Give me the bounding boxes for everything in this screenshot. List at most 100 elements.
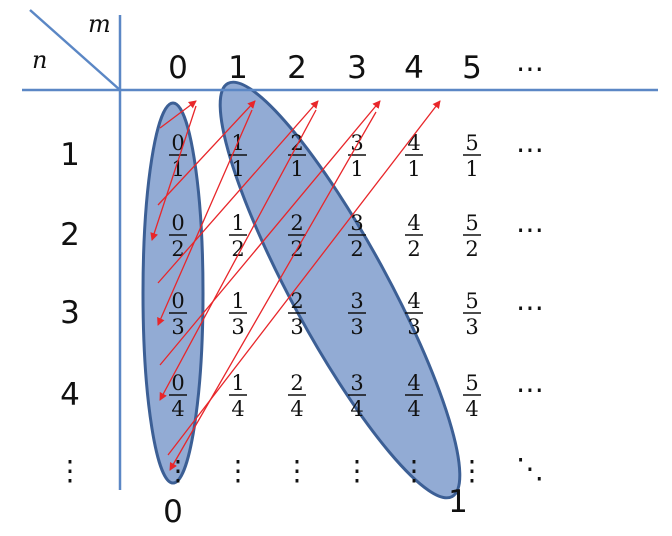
fraction-denominator: 2 xyxy=(465,237,478,261)
fraction-cell: 41 xyxy=(405,131,423,181)
bottom-label-zero: 0 xyxy=(163,494,183,530)
fraction-numerator: 0 xyxy=(171,211,184,235)
row-ellipsis: ⋯ xyxy=(516,213,544,246)
fraction-cell: 21 xyxy=(288,131,306,181)
fraction-cell: 42 xyxy=(405,211,423,261)
column-ellipsis: ⋮ xyxy=(343,454,371,487)
fraction-numerator: 5 xyxy=(465,289,478,313)
arrow-up-3 xyxy=(159,100,381,366)
fraction-denominator: 4 xyxy=(290,397,303,421)
fraction-cell: 13 xyxy=(229,289,247,339)
fraction-cell: 51 xyxy=(463,131,481,181)
fraction-cell: 12 xyxy=(229,211,247,261)
arrow-up-4 xyxy=(167,100,441,456)
fraction-denominator: 1 xyxy=(290,157,303,181)
fraction-denominator: 3 xyxy=(290,315,303,339)
fraction-cell: 04 xyxy=(169,371,187,421)
fraction-denominator: 3 xyxy=(350,315,363,339)
fraction-denominator: 3 xyxy=(465,315,478,339)
fraction-denominator: 4 xyxy=(465,397,478,421)
fraction-cell: 03 xyxy=(169,289,187,339)
column-ellipsis: ⋮ xyxy=(400,454,428,487)
fraction-cell: 14 xyxy=(229,371,247,421)
fraction-denominator: 2 xyxy=(231,237,244,261)
fraction-denominator: 4 xyxy=(350,397,363,421)
row-header-2: 3 xyxy=(60,295,80,331)
fraction-numerator: 3 xyxy=(350,211,363,235)
row-ellipsis: ⋯ xyxy=(516,373,544,406)
ellipse-layer xyxy=(141,80,462,500)
fraction-numerator: 5 xyxy=(465,131,478,155)
fraction-numerator: 0 xyxy=(171,371,184,395)
row-ellipsis: ⋯ xyxy=(516,291,544,324)
fraction-numerator: 0 xyxy=(171,289,184,313)
row-header-0: 1 xyxy=(60,137,80,173)
fraction-cell: 02 xyxy=(169,211,187,261)
fraction-denominator: 4 xyxy=(171,397,184,421)
column-ellipsis: ⋮ xyxy=(224,454,252,487)
column-header-1: 1 xyxy=(228,50,248,86)
arrow-back-2 xyxy=(159,109,317,401)
row-ellipsis: ⋯ xyxy=(516,133,544,166)
fraction-numerator: 4 xyxy=(407,131,420,155)
column-header-5: 5 xyxy=(462,50,482,86)
arrow-back-1 xyxy=(157,109,253,326)
fraction-cell: 43 xyxy=(405,289,423,339)
fraction-numerator: 2 xyxy=(290,371,303,395)
fraction-denominator: 4 xyxy=(407,397,420,421)
corner-row-variable: n xyxy=(32,46,47,74)
fraction-cell: 53 xyxy=(463,289,481,339)
fraction-denominator: 2 xyxy=(171,237,184,261)
bottom-label-one: 1 xyxy=(448,484,468,520)
fraction-numerator: 1 xyxy=(231,289,244,313)
arrow-up-2 xyxy=(157,100,319,284)
fraction-numerator: 4 xyxy=(407,211,420,235)
row-header-1: 2 xyxy=(60,217,80,253)
fraction-denominator: 3 xyxy=(407,315,420,339)
arrow-back-3 xyxy=(169,111,377,471)
fraction-denominator: 3 xyxy=(231,315,244,339)
fraction-cell: 24 xyxy=(288,371,306,421)
ellipsis-glyphs: ⋯⋯⋯⋯⋮⋮⋮⋮⋮⋮⋱ xyxy=(164,133,544,487)
fraction-denominator: 3 xyxy=(171,315,184,339)
fraction-cell: 32 xyxy=(348,211,366,261)
fraction-denominator: 1 xyxy=(171,157,184,181)
fraction-cell: 33 xyxy=(348,289,366,339)
arrow-back-0 xyxy=(150,105,197,241)
column-header-0: 0 xyxy=(168,50,188,86)
diagonal-ellipsis: ⋱ xyxy=(516,452,544,485)
fraction-denominator: 2 xyxy=(350,237,363,261)
fraction-cell: 44 xyxy=(405,371,423,421)
column-header-2: 2 xyxy=(287,50,307,86)
arrow-up-1 xyxy=(157,100,256,206)
fraction-numerator: 3 xyxy=(350,371,363,395)
fraction-denominator: 2 xyxy=(407,237,420,261)
fraction-denominator: 1 xyxy=(350,157,363,181)
fraction-numerator: 2 xyxy=(290,289,303,313)
zero-column-ellipse xyxy=(141,101,205,485)
fraction-numerator: 1 xyxy=(231,371,244,395)
fraction-numerator: 3 xyxy=(350,131,363,155)
fraction-numerator: 5 xyxy=(465,211,478,235)
column-header-3: 3 xyxy=(347,50,367,86)
fraction-numerator: 4 xyxy=(407,371,420,395)
fraction-numerator: 3 xyxy=(350,289,363,313)
fraction-cells: 0111213141510212223242520313233343530414… xyxy=(169,131,481,421)
fraction-cell: 52 xyxy=(463,211,481,261)
fraction-numerator: 4 xyxy=(407,289,420,313)
column-header-6: ⋯ xyxy=(516,52,544,85)
fraction-denominator: 1 xyxy=(231,157,244,181)
column-ellipsis: ⋮ xyxy=(283,454,311,487)
fraction-numerator: 5 xyxy=(465,371,478,395)
fraction-numerator: 2 xyxy=(290,131,303,155)
corner-column-variable: m xyxy=(88,10,111,38)
column-ellipsis: ⋮ xyxy=(458,454,486,487)
fraction-denominator: 1 xyxy=(407,157,420,181)
row-header-3: 4 xyxy=(60,377,80,413)
corner-diagonal-line xyxy=(29,9,121,91)
enumeration-arrows xyxy=(150,100,441,471)
fraction-cell: 54 xyxy=(463,371,481,421)
